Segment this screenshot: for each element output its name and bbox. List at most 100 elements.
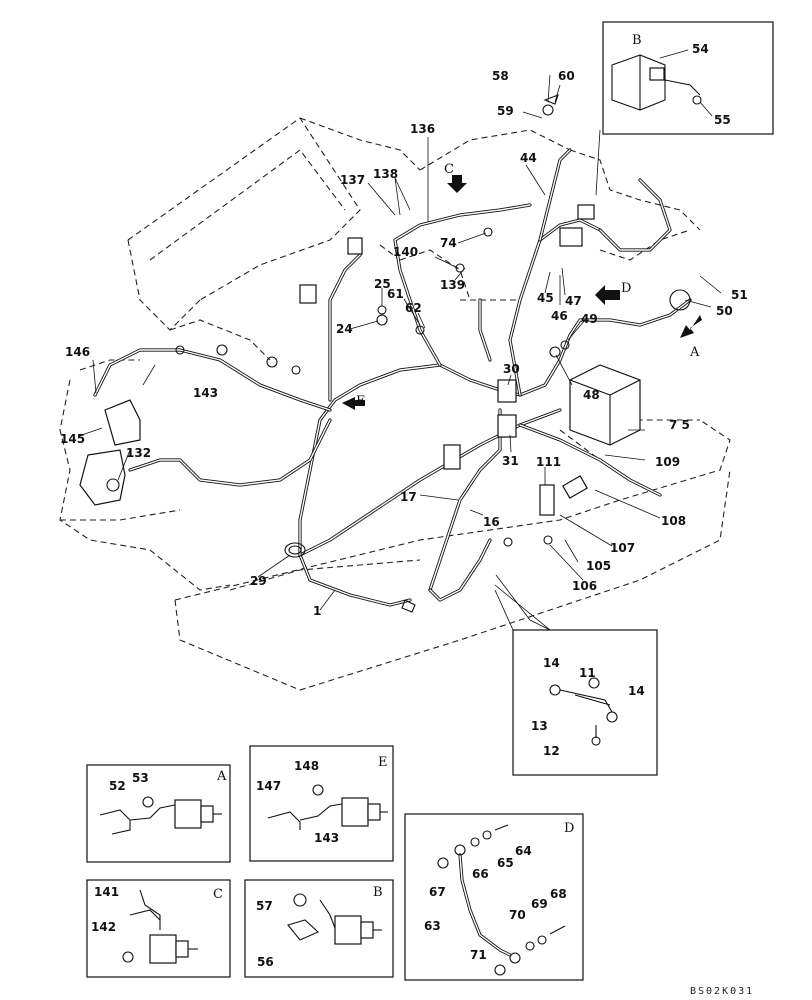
label-65: 65 [497,856,514,870]
arrow-letter-b: B [632,33,642,48]
label-56: 56 [257,955,274,969]
clip-74 [483,227,493,237]
label-143b: 143 [314,831,339,845]
label-147: 147 [256,779,281,793]
arrow-letter-d: D [621,281,631,296]
detail-b-inset-top [595,21,774,196]
connector-25 [299,284,317,304]
clip-24 [376,314,388,326]
label-107: 107 [610,541,635,555]
label-105: 105 [586,559,611,573]
connector-30 [497,379,517,403]
label-75: 7 5 [669,418,690,432]
label-68: 68 [550,887,567,901]
label-106: 106 [572,579,597,593]
arrow-letter-a: A [689,345,700,360]
label-148: 148 [294,759,319,773]
label-29: 29 [250,574,267,588]
connector-left-top [347,237,363,255]
clip-49 [560,340,570,350]
wing-60 [543,94,559,105]
label-30: 30 [503,362,520,376]
detail-letter-e: E [378,755,388,770]
detail-b-frame [602,21,774,135]
components [79,94,691,613]
label-44: 44 [520,151,537,165]
label-145: 145 [60,432,85,446]
drawing-code: BS02K031 [690,986,754,997]
label-45: 45 [537,291,554,305]
label-49: 49 [581,312,598,326]
label-108: 108 [661,514,686,528]
label-138: 138 [373,167,398,181]
sensor-107 [539,484,555,516]
detail-d-frame [404,813,584,981]
label-74: 74 [440,236,457,250]
bracket-145 [104,399,141,446]
connector-31 [497,414,517,438]
detail-e-inset [249,745,394,862]
label-70: 70 [509,908,526,922]
grommet-48 [549,346,561,358]
label-47: 47 [565,294,582,308]
sensor-50 [669,289,691,311]
arrow-e-icon [342,397,365,410]
label-139: 139 [440,278,465,292]
arrow-d-icon [595,285,620,305]
arrow-letter-c: C [444,162,454,177]
label-12: 12 [543,744,560,758]
label-61: 61 [387,287,404,301]
label-57: 57 [256,899,273,913]
label-50: 50 [716,304,733,318]
relay-44 [559,227,583,247]
washer-106 [543,535,553,545]
detail-ground-frame [512,629,658,776]
label-51: 51 [731,288,748,302]
view-letters: A E D C B B C D A E [213,33,700,902]
label-109: 109 [655,455,680,469]
arrow-c-icon [447,175,467,193]
detail-letter-d: D [564,821,574,836]
motor-left [79,449,126,506]
label-146: 146 [65,345,90,359]
label-24: 24 [336,322,353,336]
label-111: 111 [536,455,561,469]
detail-d-inset [404,813,584,981]
clip-62 [415,325,425,335]
label-63: 63 [424,919,441,933]
label-59: 59 [497,104,514,118]
label-67: 67 [429,885,446,899]
label-54: 54 [692,42,709,56]
arrow-letter-e: E [356,394,366,409]
label-64: 64 [515,844,532,858]
label-53: 53 [132,771,149,785]
label-25: 25 [374,277,391,291]
label-13: 13 [531,719,548,733]
label-71: 71 [470,948,487,962]
leader-lines [78,74,722,611]
part-labels: 1 11 12 13 14 14 16 17 24 25 29 30 31 44… [60,42,748,969]
label-136: 136 [410,122,435,136]
label-66: 66 [472,867,489,881]
label-16: 16 [483,515,500,529]
label-55: 55 [714,113,731,127]
detail-letter-b: B [373,885,383,900]
label-11: 11 [579,666,596,680]
label-143a: 143 [193,386,218,400]
label-14b: 14 [628,684,645,698]
detail-b-inset-bottom [244,879,394,978]
label-48: 48 [583,388,600,402]
nut-59 [542,104,554,116]
label-60: 60 [558,69,575,83]
label-17: 17 [400,490,417,504]
label-14a: 14 [543,656,560,670]
detail-c-inset [86,879,231,978]
label-69: 69 [531,897,548,911]
label-140: 140 [393,245,418,259]
label-52: 52 [109,779,126,793]
connector-block [443,444,461,470]
ground-132 [106,478,120,492]
detail-a-inset [86,764,231,863]
label-46: 46 [551,309,568,323]
